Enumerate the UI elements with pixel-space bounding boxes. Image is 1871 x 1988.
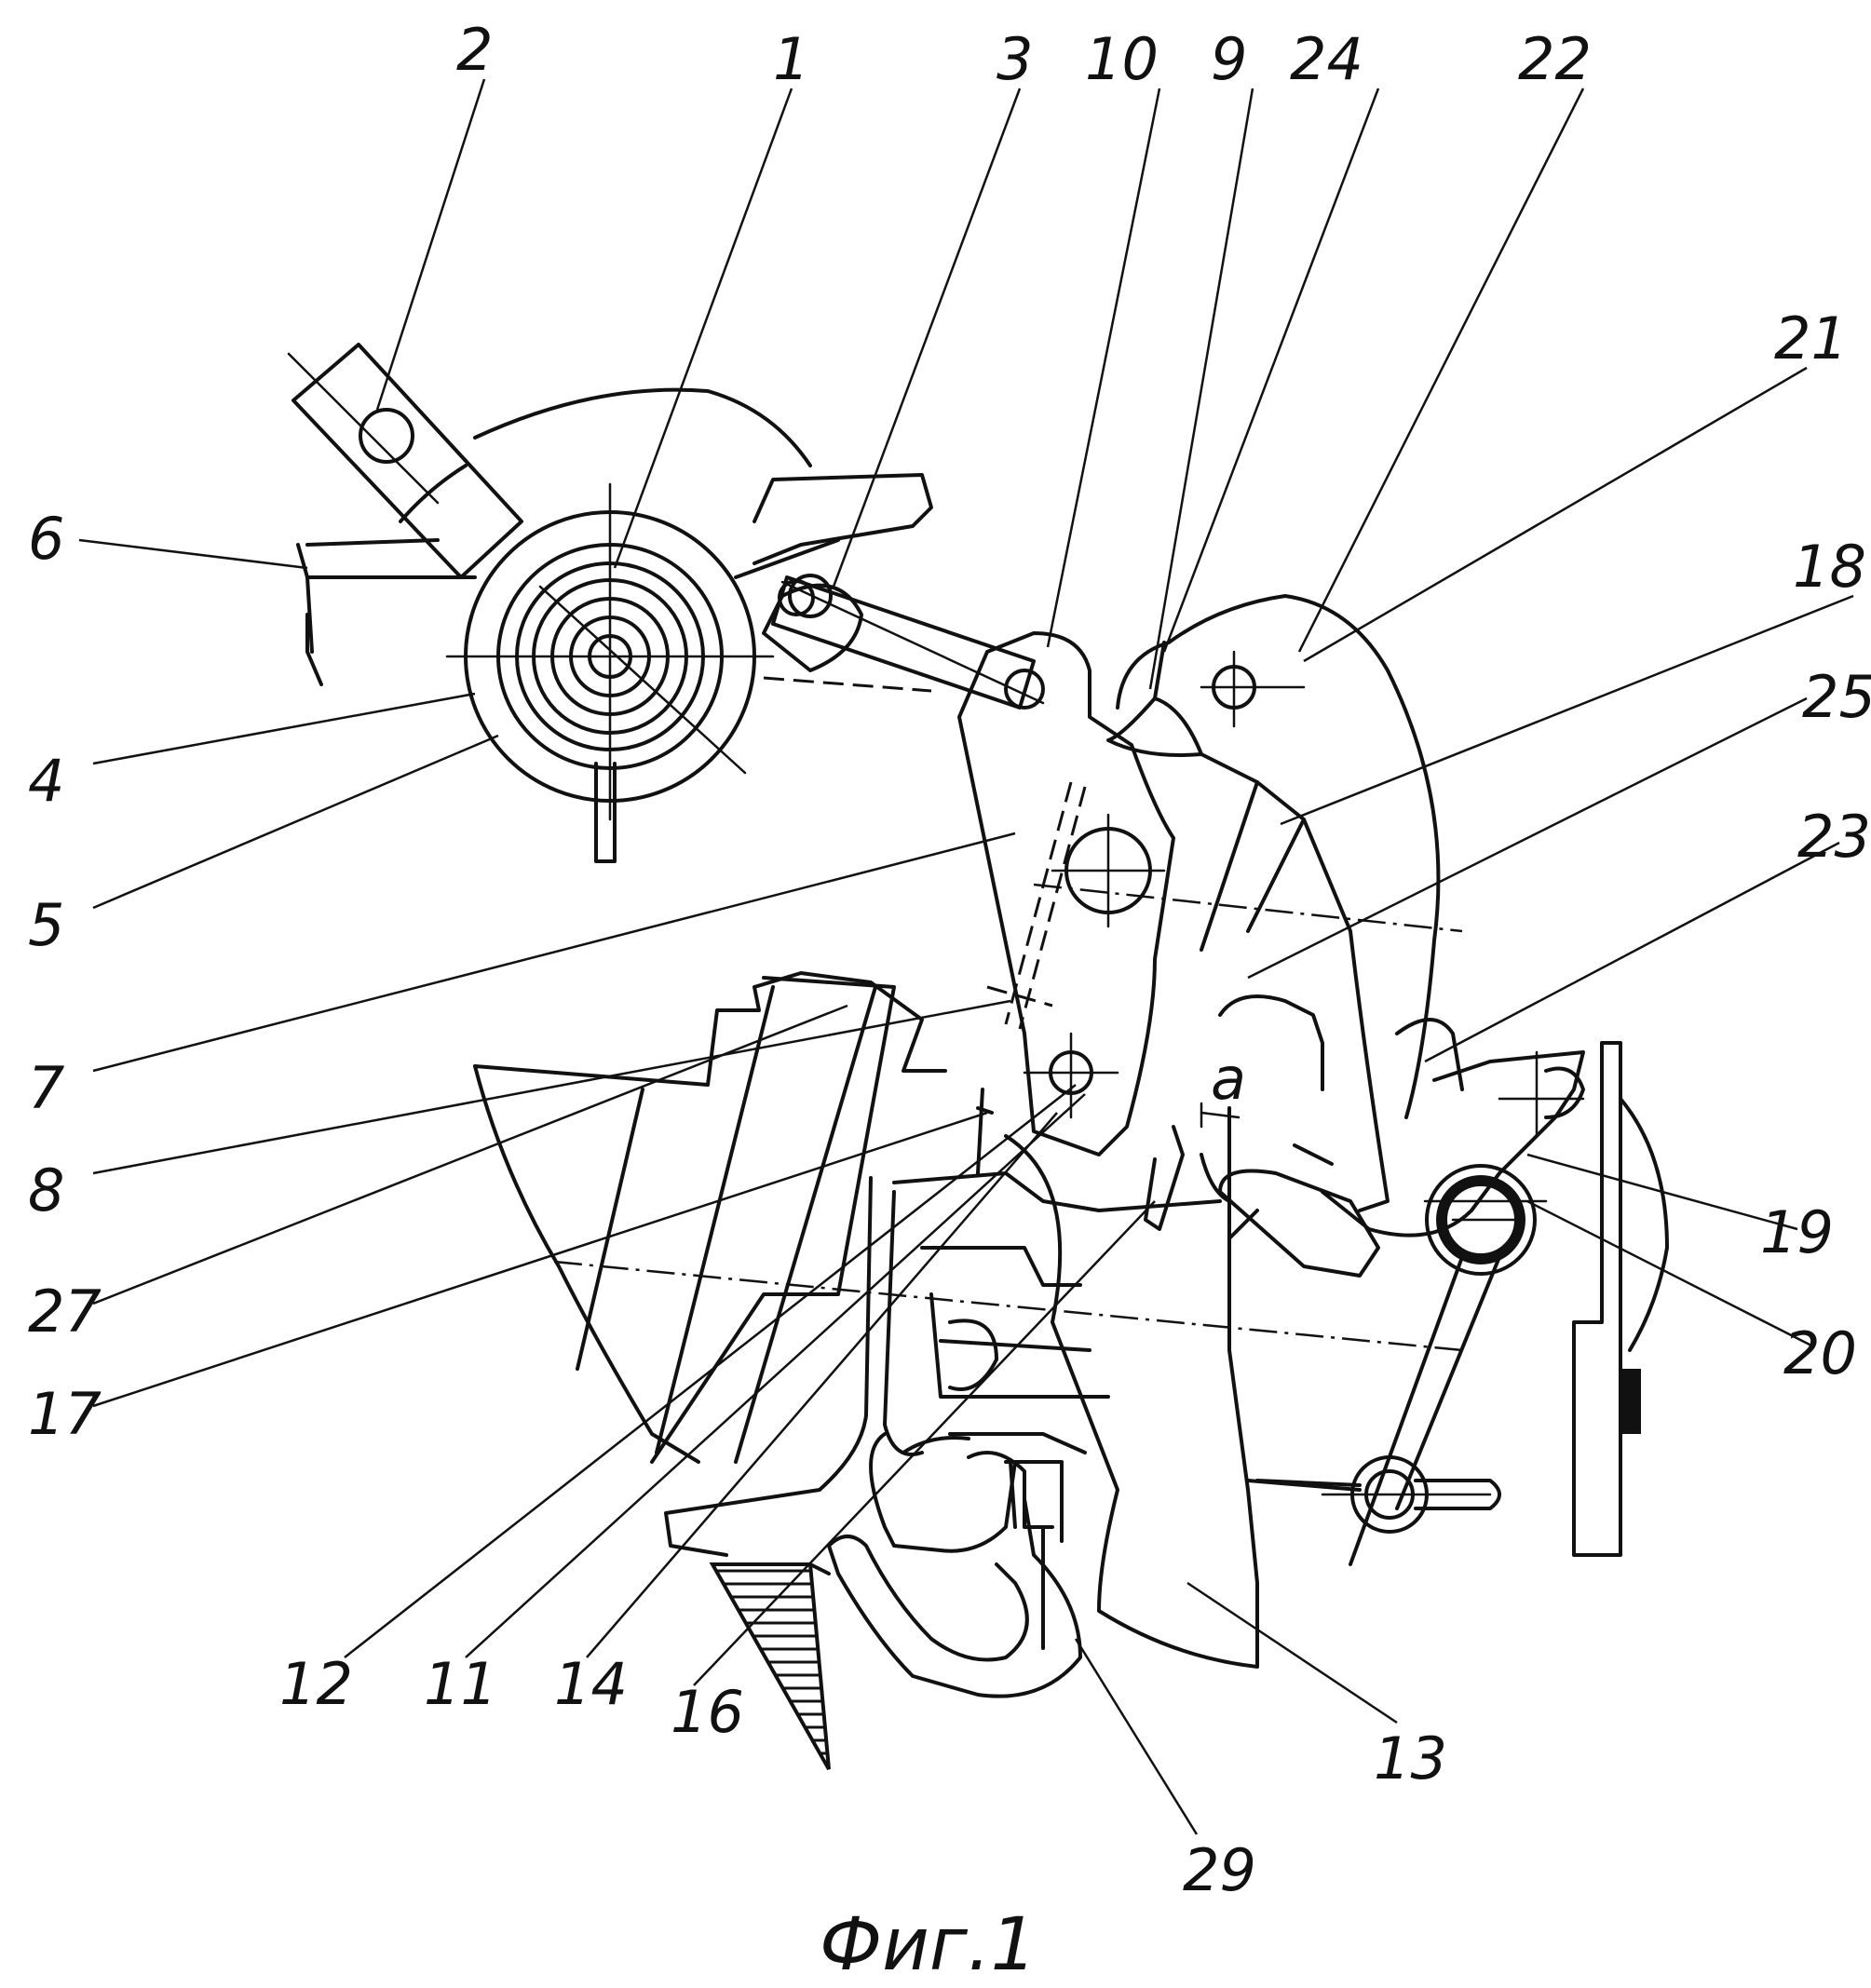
label-11: 11 xyxy=(424,1650,497,1718)
label-10: 10 xyxy=(1085,25,1159,93)
label-25: 25 xyxy=(1802,663,1871,731)
label-21: 21 xyxy=(1774,304,1848,372)
leader-lines xyxy=(79,79,1853,1834)
label-12: 12 xyxy=(279,1650,353,1718)
label-9: 9 xyxy=(1211,25,1247,93)
part-labels: 2 1 3 10 9 24 22 21 18 25 23 19 20 6 4 5… xyxy=(28,16,1871,1987)
label-29: 29 xyxy=(1183,1836,1256,1904)
label-4: 4 xyxy=(28,747,64,815)
label-gap-a: a xyxy=(1211,1045,1246,1113)
label-2: 2 xyxy=(456,16,493,84)
label-23: 23 xyxy=(1797,803,1871,871)
label-19: 19 xyxy=(1760,1198,1834,1266)
base-frame xyxy=(475,885,1462,1555)
hook-lever-24 xyxy=(1108,596,1438,1210)
label-17: 17 xyxy=(28,1380,102,1448)
lever-10 xyxy=(959,633,1183,1229)
label-24: 24 xyxy=(1290,25,1363,93)
spring-assembly xyxy=(1220,996,1667,1564)
bottom-hook xyxy=(712,1434,1080,1769)
label-16: 16 xyxy=(671,1678,744,1746)
figure-caption: Фиг.1 xyxy=(820,1903,1037,1987)
label-7: 7 xyxy=(28,1054,64,1122)
label-8: 8 xyxy=(28,1156,64,1224)
label-1: 1 xyxy=(773,25,809,93)
label-14: 14 xyxy=(554,1650,628,1718)
label-6: 6 xyxy=(28,505,64,573)
label-22: 22 xyxy=(1518,25,1592,93)
label-18: 18 xyxy=(1793,533,1866,601)
link-3 xyxy=(773,577,1043,708)
label-13: 13 xyxy=(1374,1724,1447,1792)
label-20: 20 xyxy=(1783,1319,1857,1387)
label-3: 3 xyxy=(997,25,1033,93)
label-5: 5 xyxy=(28,891,64,959)
label-27: 27 xyxy=(28,1278,102,1346)
